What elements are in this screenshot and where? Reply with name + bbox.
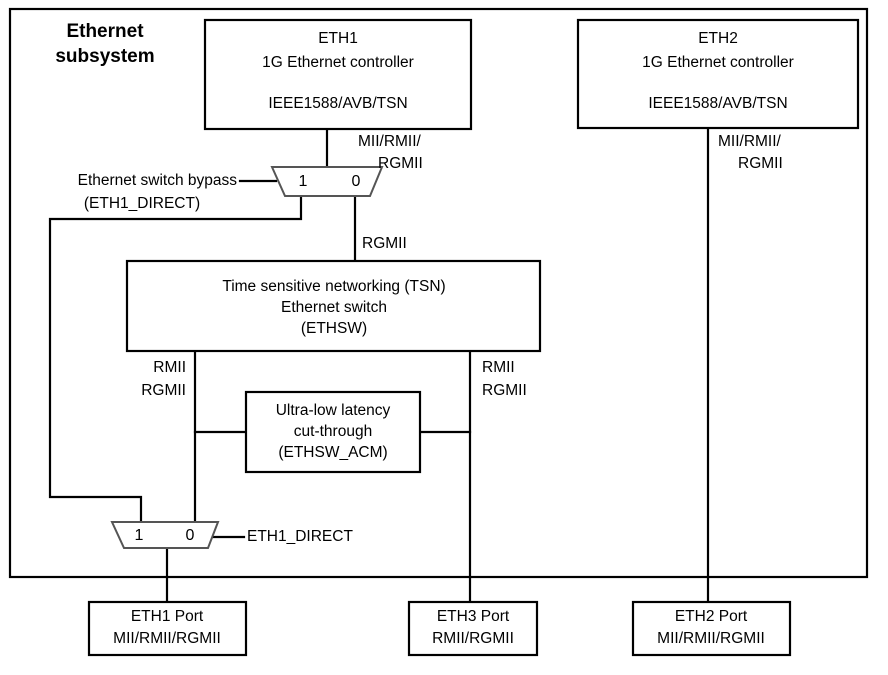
diagram-title-line2: subsystem [55, 46, 154, 67]
tsn-switch-line1: Time sensitive networking (TSN) [222, 278, 445, 295]
tsn-switch-line3: (ETHSW) [301, 320, 367, 337]
top-mux-select-label-line2: (ETH1_DIRECT) [84, 195, 200, 212]
eth2-controller-name: ETH2 [698, 30, 738, 47]
eth3-port-line1: ETH3 Port [437, 608, 510, 625]
bottom-mux-shape[interactable] [110, 521, 220, 549]
eth2-port-line1: ETH2 Port [675, 608, 748, 625]
cut-through-line3: (ETHSW_ACM) [278, 444, 387, 461]
eth3-port-line2: RMII/RGMII [432, 630, 514, 647]
bus-label-eth2-port-line1: MII/RMII/ [718, 133, 782, 150]
eth2-port-line2: MII/RMII/RGMII [657, 630, 765, 647]
eth1-controller-subtitle: 1G Ethernet controller [262, 54, 414, 71]
eth1-controller-box [203, 18, 473, 131]
eth1-port-box [87, 600, 248, 657]
bus-label-mux-to-switch: RGMII [362, 235, 407, 252]
tsn-switch-box [125, 259, 542, 353]
bus-label-eth2-port-line2: RGMII [738, 155, 783, 172]
bus-label-switch-left-line2: RGMII [141, 382, 186, 399]
bottom-mux-input-1-label: 1 [135, 527, 144, 544]
bus-label-eth1-mux-line2: RGMII [378, 155, 423, 172]
top-mux-select-label-line1: Ethernet switch bypass [78, 172, 238, 189]
eth1-port-line2: MII/RMII/RGMII [113, 630, 221, 647]
eth2-controller-standards: IEEE1588/AVB/TSN [648, 95, 787, 112]
cut-through-line1: Ultra-low latency [276, 402, 391, 419]
bus-label-switch-left-line1: RMII [153, 359, 186, 376]
top-mux-input-1-label: 1 [299, 173, 308, 190]
eth2-port-box [631, 600, 792, 657]
diagram-title-line1: Ethernet [66, 21, 144, 42]
bus-label-switch-right-line2: RGMII [482, 382, 527, 399]
bottom-mux-select-label: ETH1_DIRECT [247, 528, 353, 545]
bus-label-eth1-mux-line1: MII/RMII/ [358, 133, 422, 150]
eth1-controller-name: ETH1 [318, 30, 358, 47]
bus-label-switch-right-line1: RMII [482, 359, 515, 376]
cut-through-line2: cut-through [294, 423, 372, 440]
eth1-port-line1: ETH1 Port [131, 608, 204, 625]
eth3-port-box [407, 600, 539, 657]
ethernet-subsystem-boundary [8, 7, 869, 579]
eth2-controller-subtitle: 1G Ethernet controller [642, 54, 794, 71]
cut-through-box [244, 390, 422, 474]
tsn-switch-line2: Ethernet switch [281, 299, 387, 316]
wire-bypass-path [48, 194, 303, 524]
top-mux-input-0-label: 0 [352, 173, 361, 190]
bottom-mux-input-0-label: 0 [186, 527, 195, 544]
eth2-controller-box [576, 18, 860, 130]
eth1-controller-standards: IEEE1588/AVB/TSN [268, 95, 407, 112]
top-mux-shape[interactable] [270, 166, 384, 197]
